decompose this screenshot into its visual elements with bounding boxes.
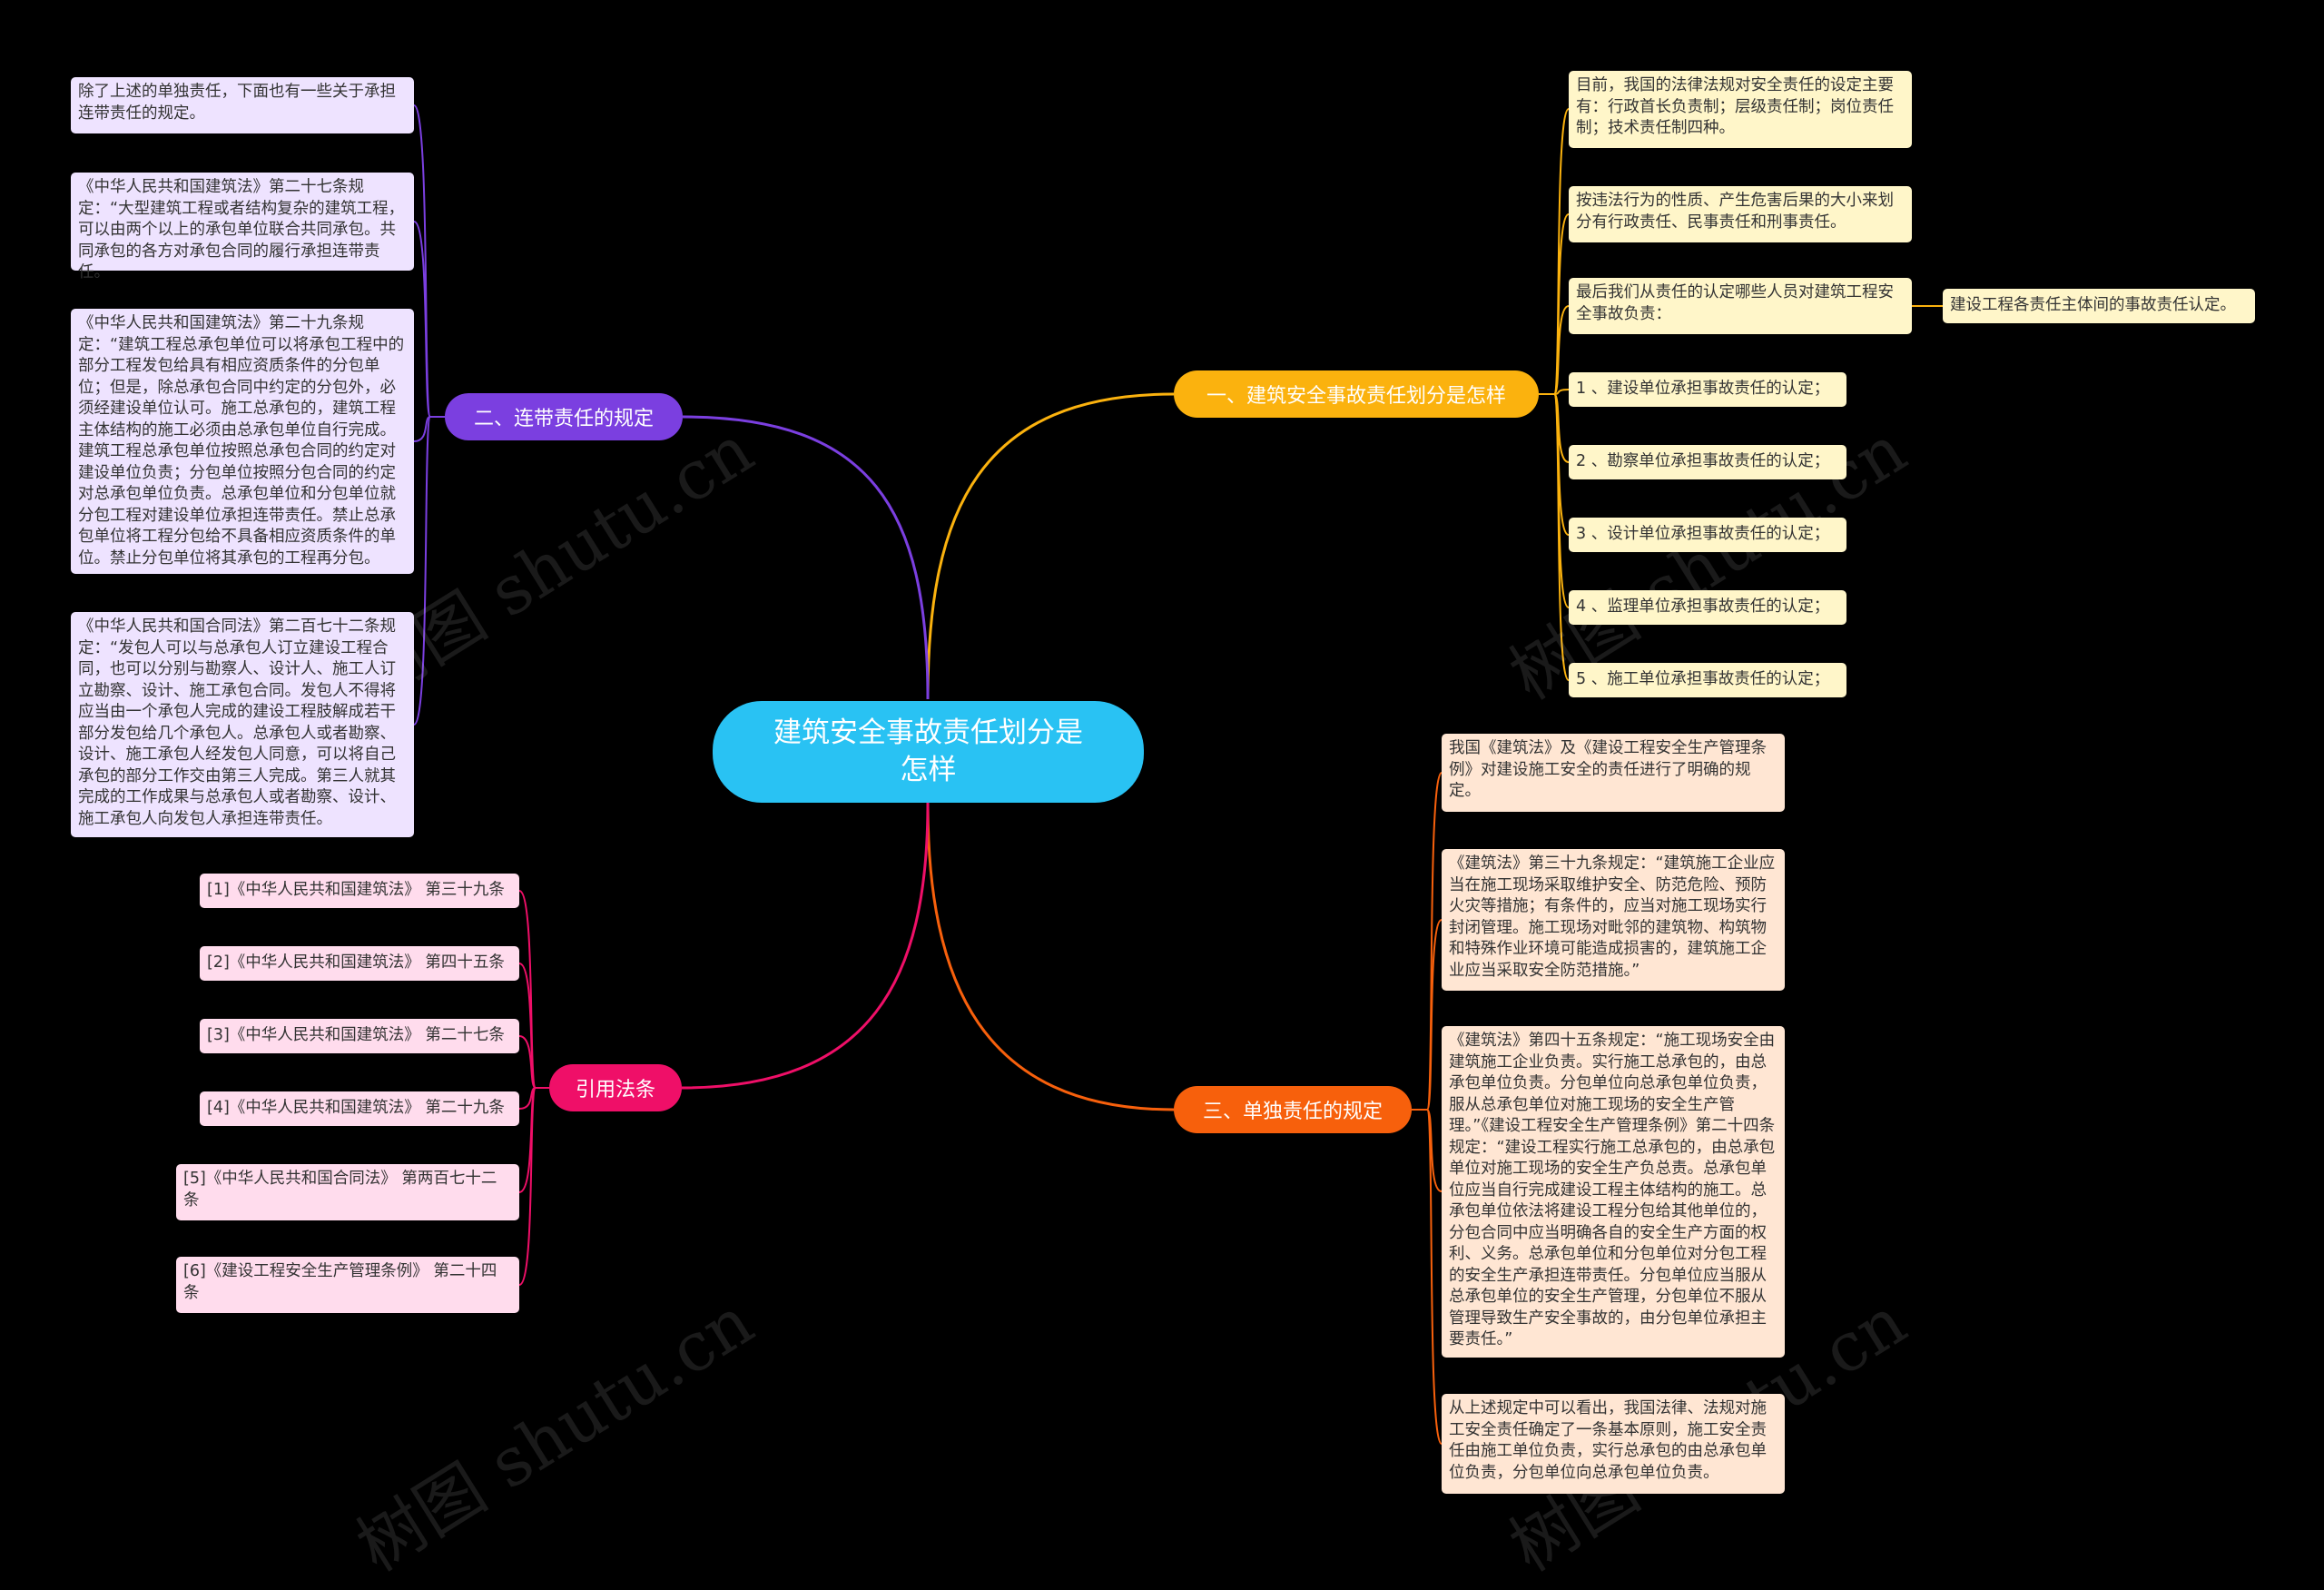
connector-line [1412, 1109, 1443, 1445]
connector-line [1412, 772, 1443, 1111]
branch-responsibility-division[interactable]: 一、建筑安全事故责任划分是怎样 [1174, 370, 1539, 418]
connector-line [682, 415, 930, 700]
central-topic[interactable]: 建筑安全事故责任划分是怎样 [713, 701, 1144, 803]
connector-line [413, 104, 445, 418]
connector-line [1539, 305, 1570, 395]
connector-line [1539, 393, 1570, 536]
connector-line [1539, 393, 1570, 463]
list-item: 《建筑法》第四十五条规定：“施工现场安全由建筑施工企业负责。实行施工总承包的，由… [1442, 1026, 1785, 1358]
list-item: 《建筑法》第三十九条规定：“建筑施工企业应当在施工现场采取维护安全、防范危险、预… [1442, 849, 1785, 991]
list-item[interactable]: [4]《中华人民共和国建筑法》 第二十九条 [200, 1091, 519, 1126]
list-item: 除了上述的单独责任，下面也有一些关于承担连带责任的规定。 [71, 77, 414, 133]
list-item: 1 、建设单位承担事故责任的认定； [1569, 372, 1846, 407]
connector-line [1539, 213, 1570, 395]
list-item: 从上述规定中可以看出，我国法律、法规对施工安全责任确定了一条基本原则，施工安全责… [1442, 1394, 1785, 1494]
connector-line [413, 416, 445, 726]
connector-line [926, 802, 1175, 1111]
list-item[interactable]: [6]《建设工程安全生产管理条例》 第二十四条 [176, 1257, 519, 1313]
list-item: 《中华人民共和国建筑法》第二十九条规定：“建筑工程总承包单位可以将承包工程中的部… [71, 309, 414, 574]
connector-line [681, 802, 930, 1090]
connector-line [413, 221, 445, 418]
list-item: 目前，我国的法律法规对安全责任的设定主要有：行政首长负责制；层级责任制；岗位责任… [1569, 71, 1912, 148]
branch-cited-laws[interactable]: 引用法条 [549, 1064, 682, 1111]
list-item: 《中华人民共和国建筑法》第二十七条规定：“大型建筑工程或者结构复杂的建筑工程，可… [71, 173, 414, 281]
connector-line [1539, 393, 1570, 608]
list-item: 5 、施工单位承担事故责任的认定； [1569, 663, 1846, 697]
list-item: 最后我们从责任的认定哪些人员对建筑工程安全事故负责： [1569, 278, 1912, 334]
list-item: 3 、设计单位承担事故责任的认定； [1569, 518, 1846, 552]
list-item[interactable]: [2]《中华人民共和国建筑法》 第四十五条 [200, 946, 519, 981]
connector-line [1539, 108, 1570, 395]
connector-line [518, 963, 549, 1089]
branch-sole-liability[interactable]: 三、单独责任的规定 [1174, 1086, 1412, 1133]
list-item[interactable]: [5]《中华人民共和国合同法》 第两百七十二条 [176, 1164, 519, 1220]
connector-line [518, 1087, 549, 1193]
list-item: 2 、勘察单位承担事故责任的认定； [1569, 445, 1846, 479]
list-item: 《中华人民共和国合同法》第二百七十二条规定：“发包人可以与总承包人订立建设工程合… [71, 612, 414, 837]
connector-line [518, 1087, 549, 1286]
list-item: 我国《建筑法》及《建设工程安全生产管理条例》对建设施工安全的责任进行了明确的规定… [1442, 734, 1785, 812]
list-item[interactable]: [1]《中华人民共和国建筑法》 第三十九条 [200, 874, 519, 908]
connector-line [1412, 919, 1443, 1111]
branch-joint-liability[interactable]: 二、连带责任的规定 [445, 393, 683, 440]
list-item: 4 、监理单位承担事故责任的认定； [1569, 590, 1846, 625]
list-item[interactable]: [3]《中华人民共和国建筑法》 第二十七条 [200, 1019, 519, 1053]
connector-line [1412, 1109, 1443, 1192]
connector-line [1539, 393, 1570, 681]
connector-line [926, 392, 1175, 700]
connector-line [518, 890, 549, 1089]
list-item: 建设工程各责任主体间的事故责任认定。 [1943, 289, 2255, 323]
list-item: 按违法行为的性质、产生危害后果的大小来划分有行政责任、民事责任和刑事责任。 [1569, 186, 1912, 242]
